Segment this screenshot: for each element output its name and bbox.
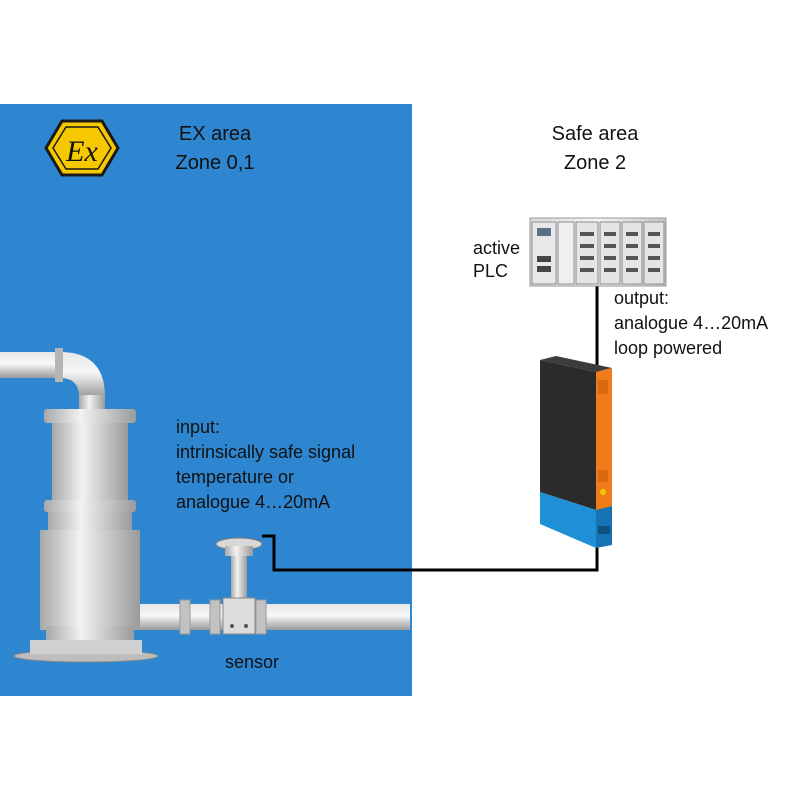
safe-area-title: Safe area	[551, 123, 639, 145]
isolator-module-icon	[540, 356, 612, 548]
sensor-icon	[215, 537, 263, 635]
ex-logo-text: Ex	[65, 135, 98, 168]
plc-label-line1: active	[473, 238, 521, 258]
ex-area-zone-label: Zone 0,1	[175, 152, 255, 174]
pipe-icon	[140, 599, 410, 635]
sensor-label: sensor	[225, 652, 280, 672]
input-label-line2: intrinsically safe signal	[176, 442, 356, 462]
safe-area-zone-label: Zone 2	[563, 152, 627, 174]
plc-icon	[529, 217, 667, 287]
input-label-line3: temperature or	[176, 467, 295, 487]
ex-area-title: EX area	[178, 123, 252, 145]
tank-icon	[0, 348, 159, 663]
input-label-line1: input:	[176, 417, 221, 437]
output-label-line2: analogue 4…20mA	[614, 313, 769, 333]
signal-wire	[262, 534, 599, 572]
output-label-line3: loop powered	[614, 338, 723, 358]
input-label-line4: analogue 4…20mA	[176, 492, 331, 512]
output-label-line1: output:	[614, 288, 670, 308]
ex-hazard-logo: Ex	[44, 119, 120, 177]
plc-label-line2: PLC	[473, 261, 509, 281]
